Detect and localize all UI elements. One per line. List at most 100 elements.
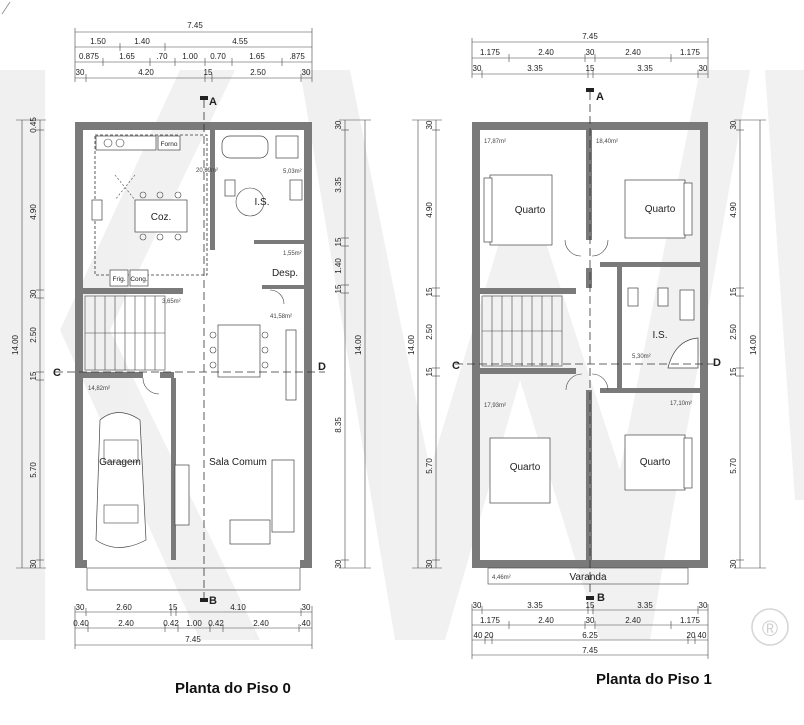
area-bathroom: 5,30m² <box>632 354 651 360</box>
dim-label: 40 <box>474 631 483 640</box>
dim-label: 2.50 <box>729 324 738 340</box>
dim-label: 1.40 <box>334 258 343 274</box>
dim-label: 3.35 <box>637 601 653 610</box>
dim-label: 30 <box>473 601 482 610</box>
toilet-icon <box>224 179 236 197</box>
plan1-left-dimensions: 30 4.90 15 2.50 14.00 15 5.70 30 <box>407 119 442 568</box>
dim-label: 3.35 <box>334 177 343 193</box>
room-label-living: Sala Comum <box>209 457 267 468</box>
dim-label: 4.10 <box>230 603 246 612</box>
plan0-title: Planta do Piso 0 <box>175 680 291 697</box>
room-label-quarto: Quarto <box>640 457 671 468</box>
dim-total-height: 14.00 <box>11 334 20 355</box>
registered-trademark-icon: ® <box>751 608 789 646</box>
dim-label: 5.70 <box>425 458 434 474</box>
dim-label: 15 <box>334 284 343 293</box>
dim-label: 15 <box>729 367 738 376</box>
dim-label: 20 <box>687 631 696 640</box>
dim-label: 2.40 <box>538 616 554 625</box>
washbasin-icon <box>679 289 695 321</box>
area-quarto: 17,10m² <box>670 401 692 407</box>
dim-label: 2.50 <box>425 324 434 340</box>
fridge <box>109 269 129 287</box>
oven-label: Forno <box>161 141 178 148</box>
dim-total-height: 14.00 <box>407 334 416 355</box>
dim-label: 1.00 <box>182 52 198 61</box>
plan0-right-dimensions: 30 3.35 15 1.40 15 14.00 8.35 30 <box>334 119 371 568</box>
dim-label: 30 <box>29 289 38 298</box>
dim-label: 15 <box>204 68 213 77</box>
dim-label: 1.40 <box>134 37 150 46</box>
dim-label: 15 <box>334 237 343 246</box>
sideboard <box>285 329 297 401</box>
section-marker-c: C <box>452 360 460 372</box>
plan-piso-1: 7.45 1.175 2.40 30 2.40 1.175 30 3.35 15… <box>407 32 766 688</box>
dim-label: 6.25 <box>582 631 598 640</box>
dim-label: 4.90 <box>425 202 434 218</box>
dining-table-living <box>217 324 261 378</box>
armchairs <box>229 519 271 545</box>
dim-label: 5.70 <box>729 458 738 474</box>
section-marker-a: A <box>209 96 217 108</box>
dim-total-height: 14.00 <box>749 334 758 355</box>
plan1-bedroom-se: Quarto 17,10m² <box>591 373 693 491</box>
room-label-bathroom: I.S. <box>652 330 667 341</box>
plan1-top-dimensions: 7.45 1.175 2.40 30 2.40 1.175 30 3.35 15… <box>471 32 709 78</box>
dim-label: 30 <box>29 559 38 568</box>
plan1-right-dimensions: 30 4.90 15 2.50 14.00 15 5.70 30 <box>729 119 766 568</box>
section-marker-d: D <box>713 357 721 369</box>
dim-label: 40 <box>698 631 707 640</box>
section-marker-a: A <box>596 91 604 103</box>
dim-label: 1.175 <box>680 616 701 625</box>
dim-label: 3.35 <box>637 64 653 73</box>
area-kitchen: 20,69m² <box>196 168 218 174</box>
bed-icon <box>624 434 686 491</box>
dim-label: .70 <box>156 52 168 61</box>
kitchen-appliance <box>91 199 103 221</box>
plan0-bathroom: I.S. 5,03m² <box>221 135 303 217</box>
section-marker-b: B <box>597 592 605 604</box>
dim-label: .875 <box>289 52 305 61</box>
toilet-icon <box>627 287 639 307</box>
sofa <box>271 459 295 533</box>
dim-label: 30 <box>729 120 738 129</box>
dim-label: 30 <box>699 64 708 73</box>
freezer-label: Cong. <box>130 276 148 283</box>
dim-label: 15 <box>425 367 434 376</box>
dim-label: 1.00 <box>186 619 202 628</box>
plan0-garage: Garagem 14,82m² <box>88 386 147 548</box>
dim-label: 30 <box>302 603 311 612</box>
dim-label: 2.60 <box>116 603 132 612</box>
shower-icon <box>275 135 299 159</box>
dim-label: 4.55 <box>232 37 248 46</box>
room-label-quarto: Quarto <box>510 462 541 473</box>
area-quarto: 18,40m² <box>596 139 618 145</box>
freezer <box>129 269 149 287</box>
dim-label: 5.70 <box>29 462 38 478</box>
dim-label: 15 <box>29 371 38 380</box>
pencil-mark <box>1 1 11 15</box>
dim-label: 30 <box>586 48 595 57</box>
dim-label: 0.70 <box>210 52 226 61</box>
dim-label: 0.875 <box>79 52 100 61</box>
dim-label: 2.40 <box>538 48 554 57</box>
room-label-balcony: Varanda <box>569 572 607 583</box>
dim-label: 4.20 <box>138 68 154 77</box>
dim-total-width: 7.45 <box>582 646 598 655</box>
dim-label: 2.40 <box>253 619 269 628</box>
dim-label: 2.50 <box>250 68 266 77</box>
plan1-stairs <box>481 295 563 367</box>
plan1-bottom-dimensions: 30 3.35 15 3.35 30 1.175 2.40 30 2.40 1.… <box>471 601 709 659</box>
dim-label: 20 <box>485 631 494 640</box>
oven <box>157 135 181 151</box>
plan0-left-dimensions: 0.45 4.90 30 2.50 14.00 15 5.70 30 <box>11 117 46 568</box>
plan0-kitchen: Forno Frig. Cong. Coz. 20,69m² <box>91 134 218 287</box>
plan1-bedroom-ne: Quarto 18,40m² <box>591 139 693 257</box>
dim-label: 3.35 <box>527 601 543 610</box>
dim-label: 3.35 <box>527 64 543 73</box>
bed-icon <box>489 437 551 504</box>
turning-circle <box>235 187 265 217</box>
room-label-bathroom: I.S. <box>254 197 269 208</box>
dim-label: 1.65 <box>119 52 135 61</box>
